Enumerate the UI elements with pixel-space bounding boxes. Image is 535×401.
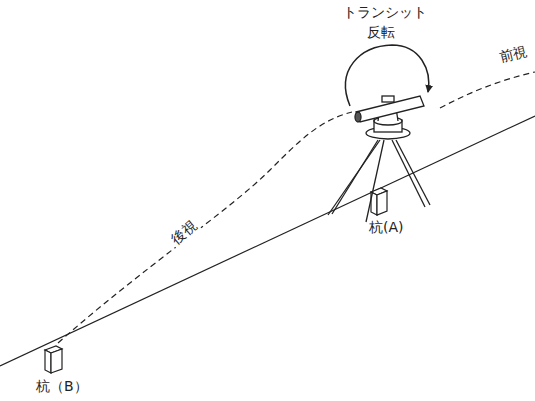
transit-instrument — [328, 96, 430, 222]
stake-label: 杭（B） — [36, 378, 88, 395]
backsight-line — [58, 112, 352, 343]
foresight-label: 前視 — [497, 43, 528, 66]
stake-label: 杭(A) — [369, 219, 404, 236]
foresight-line — [440, 72, 535, 108]
ground-line — [0, 116, 535, 366]
backsight-label: 後視 — [166, 216, 201, 249]
stake-b — [45, 346, 62, 373]
stake-a — [371, 188, 387, 215]
rotation-label: 反転 — [367, 24, 395, 41]
instrument-name: トランシット — [343, 4, 427, 21]
